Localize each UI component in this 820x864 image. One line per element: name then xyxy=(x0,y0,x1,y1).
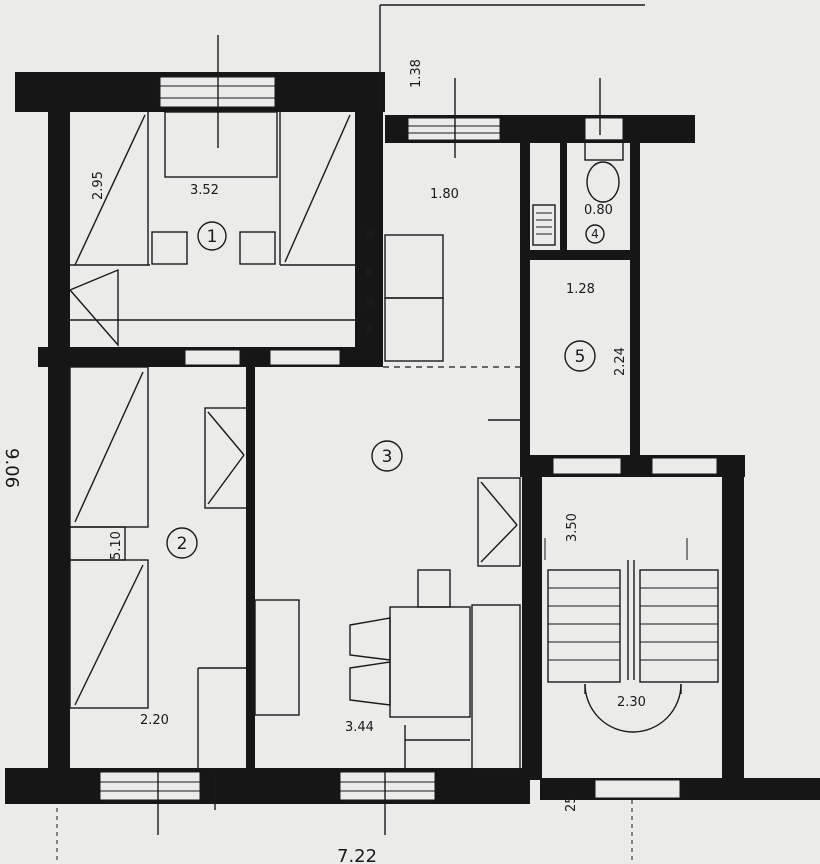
wall-wc-bottom xyxy=(530,250,635,260)
chair-left-2 xyxy=(349,661,391,706)
wall-left xyxy=(48,72,70,782)
door-stair-2 xyxy=(651,457,718,475)
dim-stair-depth: 3.50 xyxy=(565,513,580,542)
dim-hall-width: 1.80 xyxy=(430,187,459,202)
room-4-circle xyxy=(585,224,605,244)
dim-room1-width: 3.52 xyxy=(190,183,219,198)
table-room3 xyxy=(389,606,471,718)
room-2-number: 2 xyxy=(177,534,188,554)
chair-top xyxy=(417,569,451,608)
furniture xyxy=(56,35,719,864)
wall-stair-left xyxy=(522,455,542,780)
dimensions: 3.52 2.95 1.80 1.38 0.80 1.28 2.24 5.10 … xyxy=(1,59,646,864)
nightstand-left xyxy=(151,231,188,265)
dim-room1-depth: 2.95 xyxy=(91,171,106,200)
shelf-room3 xyxy=(477,477,521,567)
dim-overall-depth: 9.06 xyxy=(1,448,22,488)
window-room3 xyxy=(339,771,436,801)
window-wc xyxy=(584,117,624,141)
wall-bottom-left xyxy=(5,768,530,804)
toilet-tank xyxy=(584,139,624,161)
sofa-room3 xyxy=(254,599,300,716)
window-room2 xyxy=(99,771,201,801)
room-1-circle xyxy=(197,221,227,251)
dim-room2-depth: 5.10 xyxy=(109,531,124,560)
dim-bath-width: 1.28 xyxy=(566,282,595,297)
dim-stair-width: 2.30 xyxy=(617,695,646,710)
dim-room2-width: 2.20 xyxy=(140,713,169,728)
shelf-room2 xyxy=(204,407,248,509)
room-5-number: 5 xyxy=(575,347,586,367)
wall-bath-right xyxy=(630,140,640,460)
room-4-number: 4 xyxy=(591,227,599,241)
door-stair-1 xyxy=(552,457,622,475)
cabinet-hall-1 xyxy=(384,234,444,299)
room-3-number: 3 xyxy=(382,447,393,467)
dim-overall-width: 7.22 xyxy=(337,846,377,864)
window-hall xyxy=(407,117,501,141)
cabinet-room3 xyxy=(471,604,521,771)
wall-room2-right xyxy=(246,367,255,769)
dim-wc-width: 0.80 xyxy=(584,203,613,218)
wall-bath-left xyxy=(520,140,530,460)
dim-balcony: 1.38 xyxy=(409,59,424,88)
dim-bath-depth: 2.24 xyxy=(613,347,628,376)
room-numbers: 1 2 3 4 5 xyxy=(166,221,605,559)
wall-stair-right xyxy=(722,455,744,780)
bed-room1 xyxy=(164,111,278,178)
dim-room3-width: 3.44 xyxy=(345,720,374,735)
door-hall xyxy=(269,349,341,366)
nightstand-right xyxy=(239,231,276,265)
staircase xyxy=(544,538,719,733)
window-stair xyxy=(594,779,681,799)
desk-room1 xyxy=(69,268,119,347)
windows xyxy=(99,76,718,801)
room-1-number: 1 xyxy=(207,227,218,247)
toilet xyxy=(586,161,620,203)
door-room1 xyxy=(184,349,241,366)
dim-wall-thickness: 25 xyxy=(564,795,579,812)
radiator xyxy=(532,204,556,246)
chair-left-1 xyxy=(349,617,391,661)
room-2-circle xyxy=(166,527,198,559)
wall-wc-left xyxy=(560,140,567,250)
wall-room1-right xyxy=(355,112,383,367)
room-3-circle xyxy=(371,440,403,472)
nightstand-room2 xyxy=(69,526,126,561)
room-5-circle xyxy=(564,340,596,372)
cabinet-hall-2 xyxy=(384,297,444,362)
